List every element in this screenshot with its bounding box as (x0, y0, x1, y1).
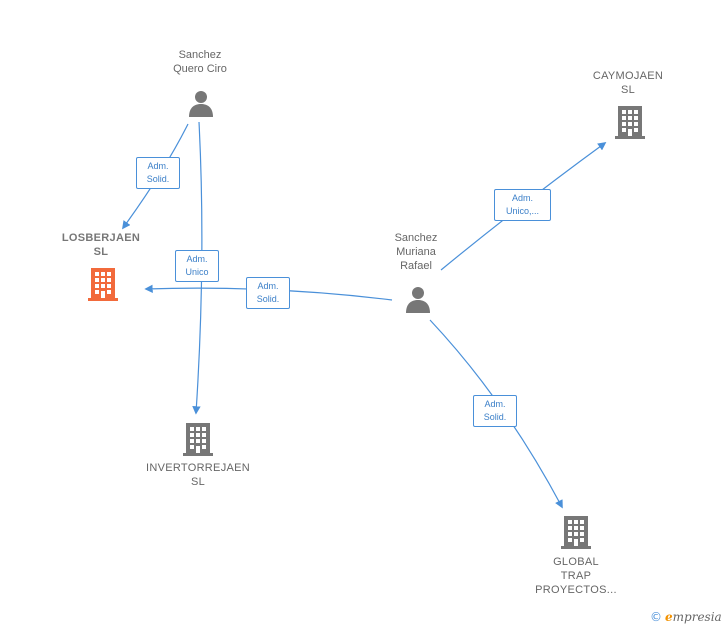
building-icon[interactable] (560, 514, 592, 550)
brand-logo: ©empresia (650, 610, 722, 624)
person-icon[interactable] (404, 285, 432, 313)
edge-label-sanchez-quero-invertorrejaen: Adm. Unico (175, 250, 219, 282)
person-icon[interactable] (187, 89, 215, 117)
edge-label-sanchez-muriana-losberjaen: Adm. Solid. (246, 277, 290, 309)
edge-label-sanchez-quero-losberjaen: Adm. Solid. (136, 157, 180, 189)
node-label-invertorrejaen[interactable]: INVERTORREJAEN SL (145, 462, 251, 488)
building-icon[interactable] (87, 266, 119, 302)
brand-name: mpresia (672, 610, 722, 624)
node-label-sanchez-quero[interactable]: Sanchez Quero Ciro (173, 49, 227, 75)
building-icon[interactable] (182, 421, 214, 457)
node-label-caymojaen[interactable]: CAYMOJAEN SL (592, 70, 664, 96)
brand-initial: e (665, 610, 673, 624)
node-label-sanchez-muriana[interactable]: Sanchez Muriana Rafael (394, 232, 438, 272)
node-label-losberjaen[interactable]: LOSBERJAEN SL (61, 232, 141, 258)
node-label-global-trap[interactable]: GLOBAL TRAP PROYECTOS... (535, 556, 617, 596)
edge-label-sanchez-muriana-caymojaen: Adm. Unico,... (494, 189, 551, 221)
edge-label-sanchez-muriana-global-trap: Adm. Solid. (473, 395, 517, 427)
copyright-symbol: © (650, 610, 662, 624)
building-icon[interactable] (614, 104, 646, 140)
